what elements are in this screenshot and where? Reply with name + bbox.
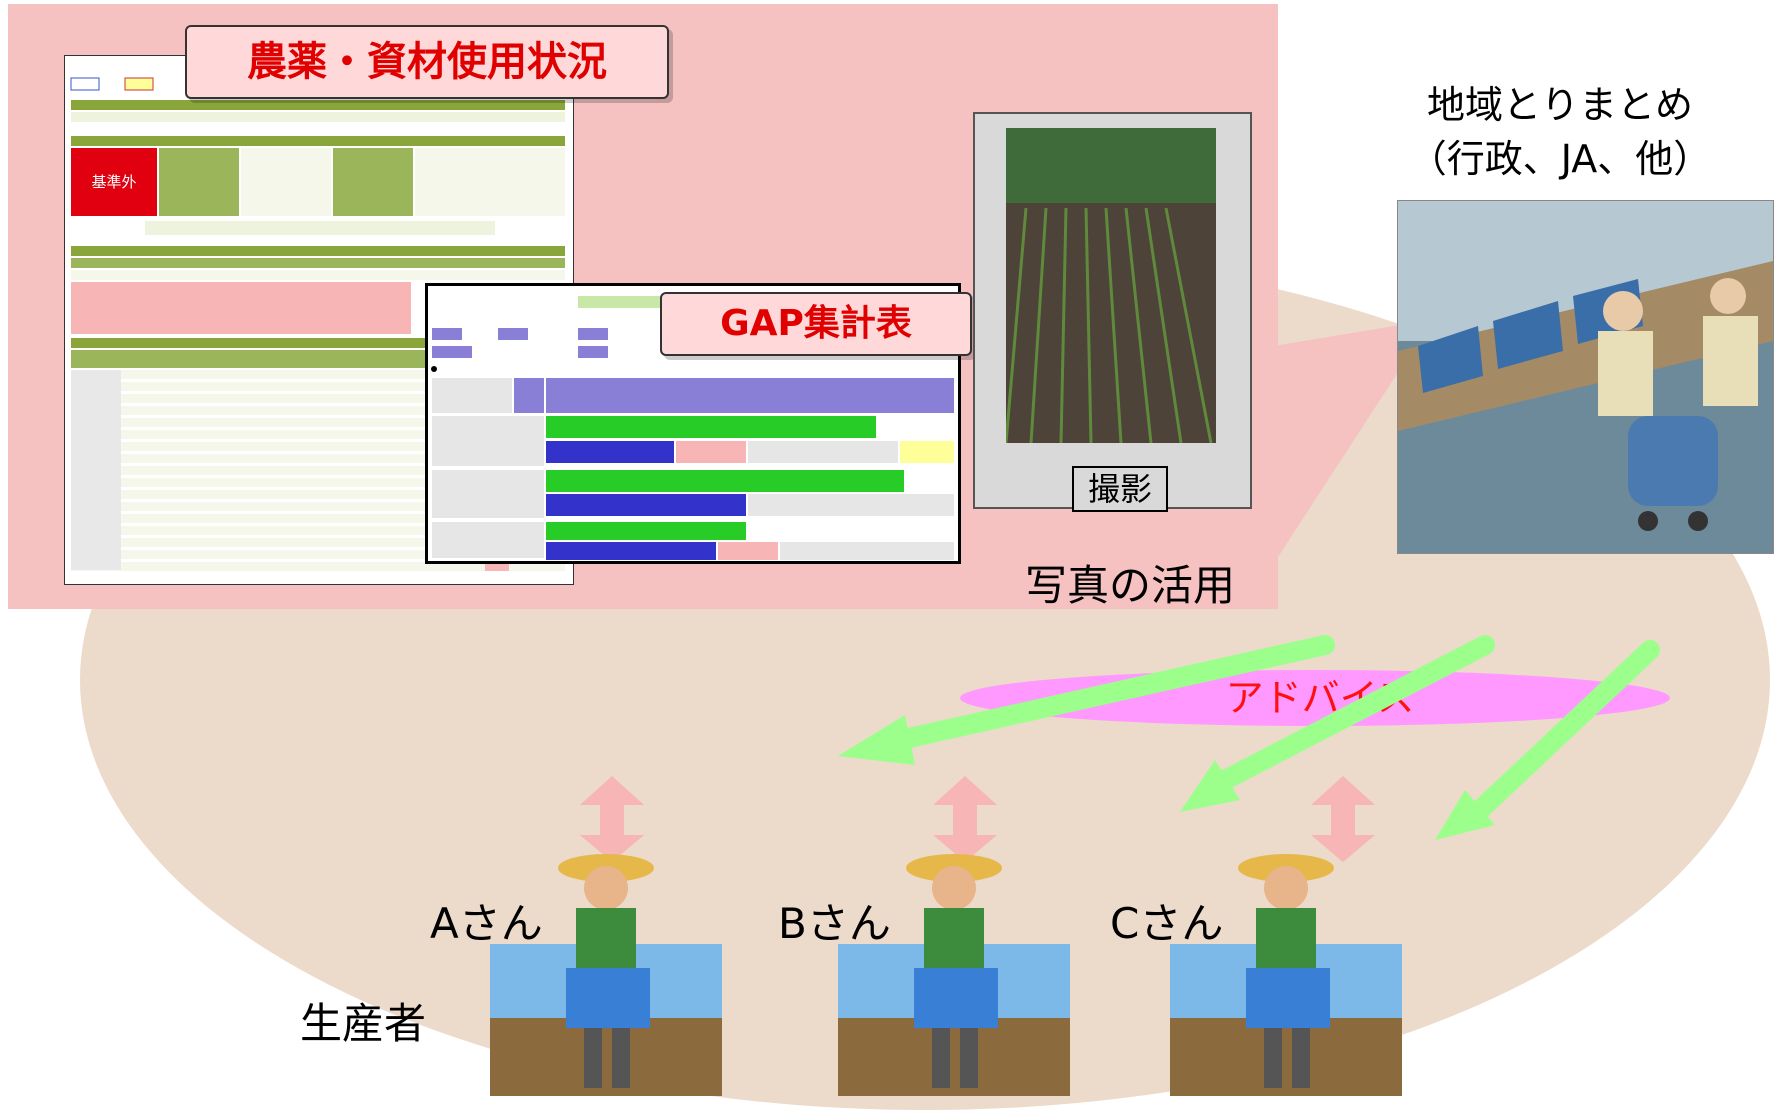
gap-summary-sheet xyxy=(425,283,961,564)
region-line2: （行政、JA、他） xyxy=(1408,137,1712,181)
farmer-b-image xyxy=(838,854,1070,1096)
exchange-arrow-b xyxy=(933,776,997,862)
advice-arrow-a xyxy=(890,635,1335,750)
svg-text:基準外: 基準外 xyxy=(91,173,136,191)
regional-coordinator-title: 地域とりまとめ （行政、JA、他） xyxy=(1390,78,1730,186)
pesticide-sheet-thumbnail: 基準外 xyxy=(70,77,565,571)
exchange-arrow-a xyxy=(580,776,644,862)
producer-label: 生産者 xyxy=(300,999,427,1048)
advice-arrowhead-c xyxy=(1435,790,1495,840)
pesticide-usage-label: 農薬・資材使用状況 xyxy=(185,25,669,99)
gap-summary-label: GAP集計表 xyxy=(660,292,972,356)
photo-usage-caption: 写真の活用 xyxy=(1025,561,1236,610)
panel-pointer xyxy=(1190,200,1510,600)
field-photo xyxy=(1006,128,1216,443)
farmer-c-image xyxy=(1170,854,1402,1096)
farmer-c-label: Cさん xyxy=(1110,899,1224,948)
advice-arrow-c xyxy=(1470,640,1660,820)
farmer-a-label: Aさん xyxy=(430,899,543,948)
photo-capture-button[interactable]: 撮影 xyxy=(1072,466,1168,512)
advice-arrowhead-a xyxy=(838,715,915,765)
gap-sheet-thumbnail xyxy=(431,296,954,560)
farmer-a-image xyxy=(490,854,722,1096)
region-line1: 地域とりまとめ xyxy=(1426,83,1693,127)
office-illustration xyxy=(1397,200,1774,554)
exchange-arrow-c xyxy=(1311,776,1375,862)
farmer-b-label: Bさん xyxy=(778,899,891,948)
advice-arrowhead-b xyxy=(1180,760,1240,812)
advice-arrow-b xyxy=(1215,635,1495,790)
